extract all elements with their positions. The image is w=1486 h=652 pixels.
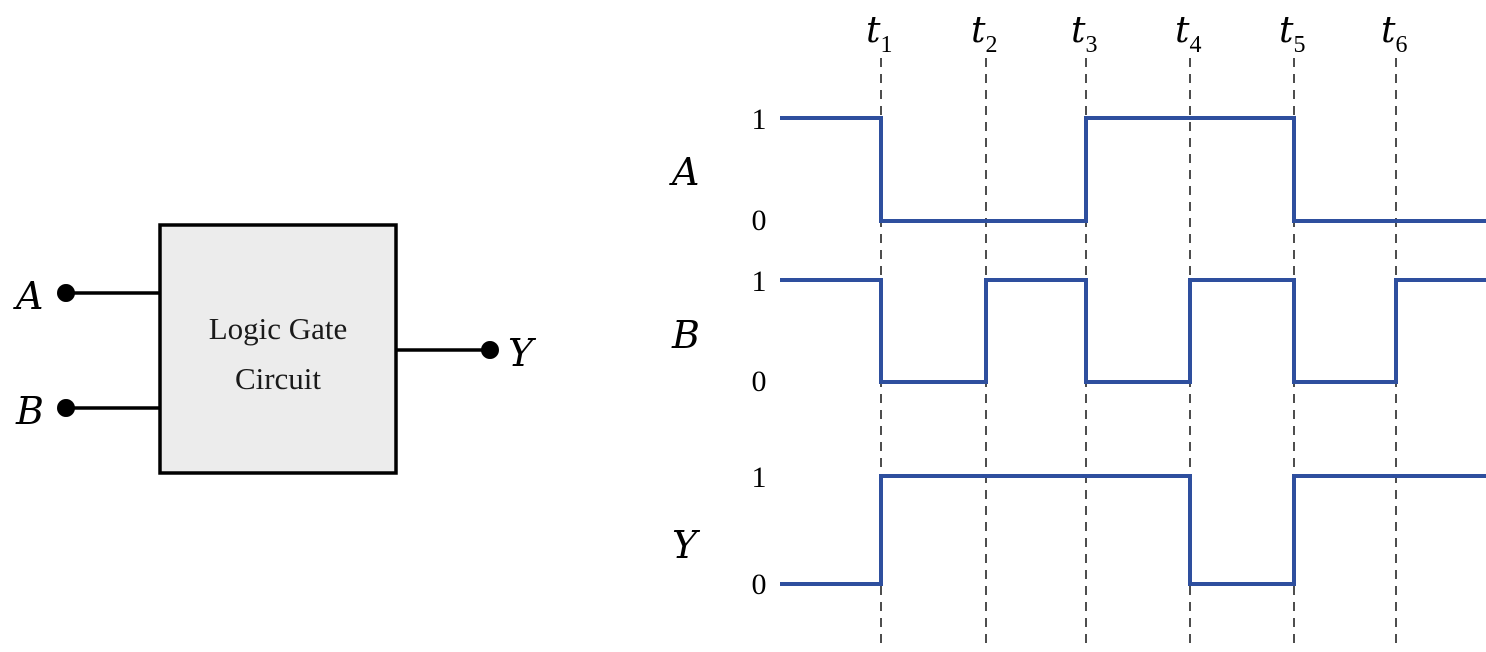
input-a-label: A <box>13 274 43 318</box>
level-low-label: 0 <box>752 204 767 237</box>
signal-row-b: B 1 0 <box>671 265 1486 398</box>
input-b-label: B <box>15 389 44 433</box>
time-label-t1: t1 <box>866 10 892 58</box>
signal-row-a: A 1 0 <box>669 103 1486 237</box>
signal-row-y: Y 1 0 <box>672 461 1486 601</box>
signal-name-y: Y <box>672 523 701 567</box>
time-label-t3: t3 <box>1071 10 1097 58</box>
time-label-t5: t5 <box>1279 10 1305 58</box>
time-label-t6: t6 <box>1381 10 1407 58</box>
signal-name-a: A <box>669 150 699 194</box>
waveform-a <box>780 116 1486 223</box>
input-a-terminal <box>57 284 75 302</box>
waveform-y <box>780 474 1486 586</box>
time-label-t2: t2 <box>971 10 997 58</box>
waveform-b <box>780 278 1486 384</box>
output-y-terminal <box>481 341 499 359</box>
level-low-label: 0 <box>752 568 767 601</box>
gate-label-line1: Logic Gate <box>209 311 348 346</box>
time-guides <box>880 58 1397 648</box>
gate-label-line2: Circuit <box>235 361 321 396</box>
time-label-t4: t4 <box>1175 10 1201 58</box>
logic-gate-box <box>158 223 398 475</box>
level-high-label: 1 <box>752 265 767 298</box>
signal-name-b: B <box>671 313 700 357</box>
level-high-label: 1 <box>752 461 767 494</box>
time-labels: t1 t2 t3 t4 t5 t6 <box>866 10 1407 58</box>
gate-diagram: Logic Gate Circuit A B Y <box>13 223 537 475</box>
level-high-label: 1 <box>752 103 767 136</box>
level-low-label: 0 <box>752 365 767 398</box>
input-b-terminal <box>57 399 75 417</box>
output-y-label: Y <box>508 331 537 375</box>
